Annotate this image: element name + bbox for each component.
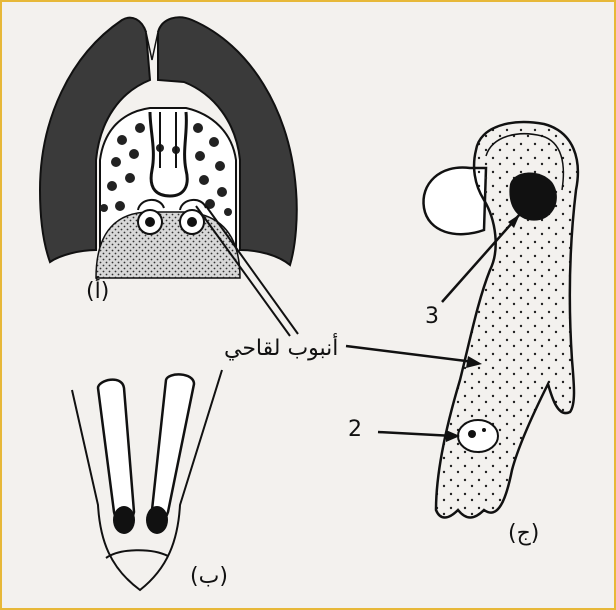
leader-line-2: [378, 432, 454, 436]
label-3: 3: [425, 304, 439, 329]
label-2: 2: [348, 417, 362, 442]
label-figure-a: (أ): [86, 279, 109, 304]
leader-line-pollen-j: [346, 346, 474, 362]
figure-a-ovule: [40, 17, 298, 336]
figure-j-germinating-tube: [346, 122, 578, 517]
label-figure-j: (ج): [508, 521, 539, 546]
figure-b-pollen-tube: [72, 370, 222, 590]
label-pollen-tube: أنبوب لقاحي: [224, 336, 338, 361]
sperm-nucleus-left: [113, 506, 135, 534]
label-figure-b: (ب): [190, 564, 228, 589]
generative-nucleus-2: [458, 420, 498, 452]
sperm-nucleus-right: [146, 506, 168, 534]
